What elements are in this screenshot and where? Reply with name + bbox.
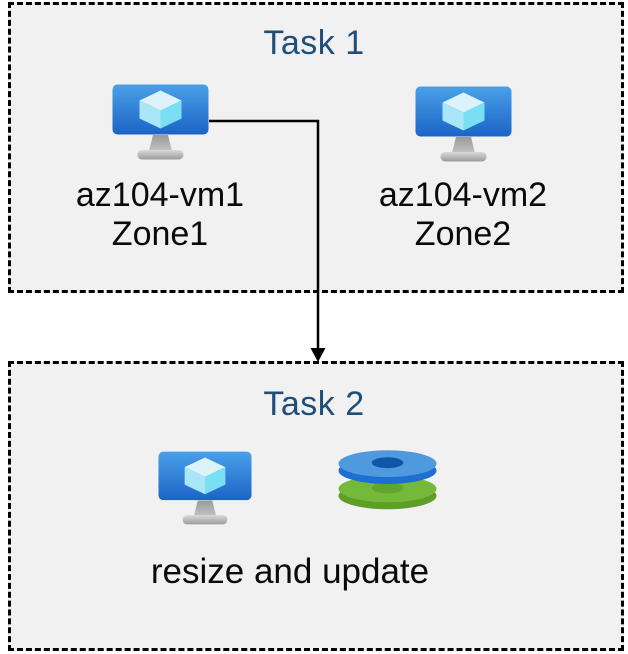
disks-icon [338, 448, 437, 512]
vm-icon [158, 451, 252, 525]
vm1-name: az104-vm1 [75, 176, 245, 214]
task2-title: Task 2 [263, 385, 365, 423]
vm2-label: az104-vm2 Zone2 [353, 176, 573, 254]
task2-container [8, 361, 624, 651]
vm-icon [415, 86, 512, 162]
vm-icon [112, 84, 209, 160]
task1-title: Task 1 [263, 24, 365, 62]
vm1-label: az104-vm1 Zone1 [50, 176, 270, 254]
task2-caption: resize and update [150, 552, 430, 591]
vm2-zone: Zone2 [414, 215, 512, 253]
vm1-zone: Zone1 [111, 215, 209, 253]
vm2-name: az104-vm2 [378, 176, 548, 214]
